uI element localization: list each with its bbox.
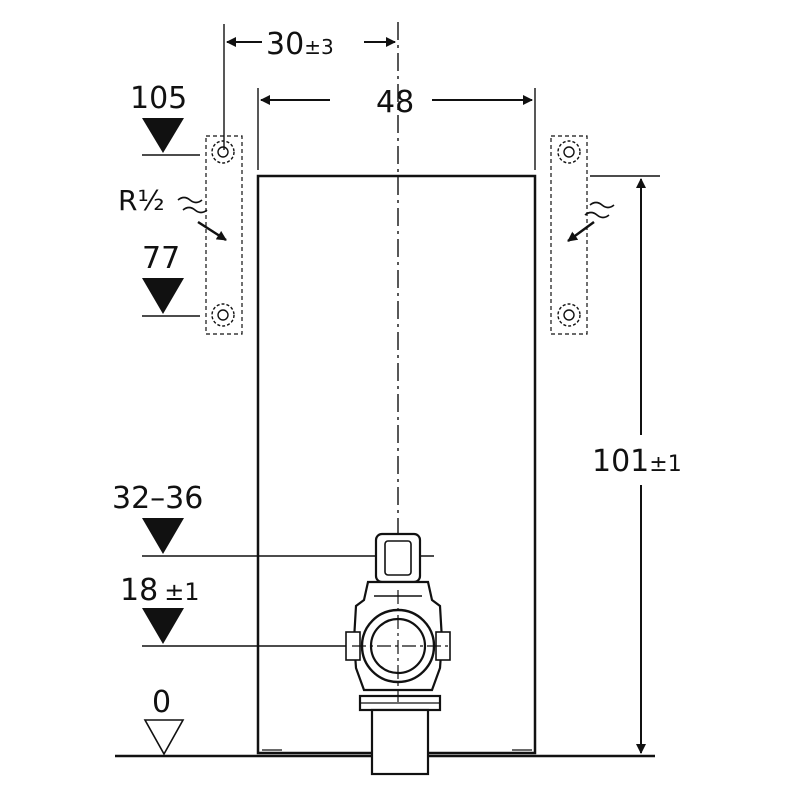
level-32-36-label: 32–36	[112, 481, 203, 516]
level-32-36-triangle	[142, 518, 184, 554]
level-18-label: 18±1	[120, 573, 200, 608]
level-105-label: 105	[130, 81, 187, 116]
level-77-label: 77	[142, 241, 180, 276]
left-bracket	[205, 135, 243, 335]
water-supply-arrow-left-icon	[177, 196, 227, 242]
right-bracket-lower-bolt	[557, 303, 581, 327]
water-supply-arrow-right-icon	[567, 201, 615, 243]
left-bracket-upper-bolt	[211, 140, 235, 164]
dim-48-label: 48	[376, 85, 414, 120]
left-bracket-lower-bolt	[211, 303, 235, 327]
thread-size-label: R½	[118, 184, 165, 217]
right-bracket-upper-bolt	[557, 140, 581, 164]
dim-101-label: 101±1	[592, 444, 682, 479]
drain-pipe-assembly	[345, 532, 451, 776]
level-105-triangle	[142, 118, 184, 153]
level-0-label: 0	[152, 685, 171, 720]
level-0-triangle	[143, 719, 185, 756]
level-77-triangle	[142, 278, 184, 314]
dim-30-label: 30±3	[266, 27, 334, 62]
level-18-triangle	[142, 608, 184, 644]
right-bracket	[550, 135, 588, 335]
